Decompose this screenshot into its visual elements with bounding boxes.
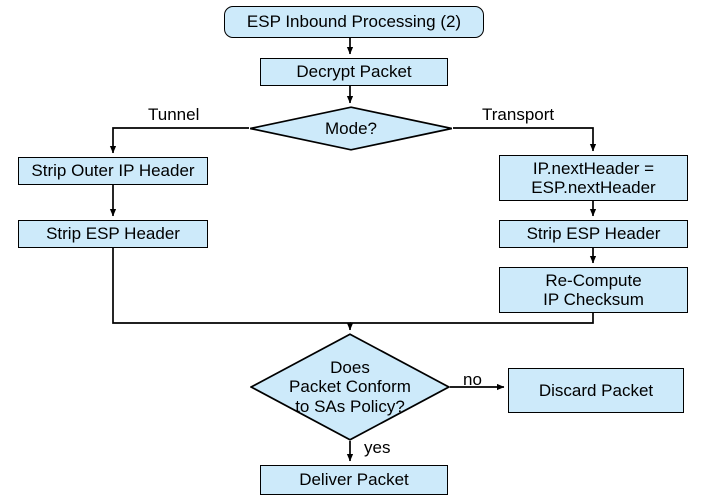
edge-label-yes: yes (364, 438, 391, 457)
edge-mode-to-next-header (453, 127, 597, 152)
node-ip-next-header[interactable]: IP.nextHeader = ESP.nextHeader (499, 155, 688, 201)
node-decrypt-packet[interactable]: Decrypt Packet (260, 58, 448, 86)
node-ip-next-header-label: IP.nextHeader = ESP.nextHeader (531, 158, 656, 197)
node-conform-decision[interactable]: Does Packet Conform to SAs Policy? (250, 333, 450, 441)
node-recompute-ip-checksum[interactable]: Re-Compute IP Checksum (499, 267, 688, 313)
edge-strip-esp-tunnel-to-conform (112, 248, 354, 331)
node-strip-esp-header-tunnel[interactable]: Strip ESP Header (18, 220, 208, 248)
node-recompute-ip-checksum-label: Re-Compute IP Checksum (543, 270, 644, 309)
conform-diamond-shape (250, 333, 450, 441)
node-strip-outer-ip-header-label: Strip Outer IP Header (31, 161, 195, 181)
edge-mode-to-strip-outer-ip (109, 127, 249, 154)
node-strip-outer-ip-header[interactable]: Strip Outer IP Header (18, 157, 208, 185)
node-strip-esp-header-transport[interactable]: Strip ESP Header (499, 220, 688, 248)
node-mode-decision[interactable]: Mode? (249, 106, 453, 151)
edge-label-transport: Transport (482, 105, 555, 124)
node-deliver-packet[interactable]: Deliver Packet (260, 465, 448, 495)
node-strip-esp-header-transport-label: Strip ESP Header (526, 224, 661, 244)
edge-recompute-to-conform (350, 313, 594, 324)
node-start-label: ESP Inbound Processing (2) (246, 12, 462, 32)
node-discard-packet[interactable]: Discard Packet (508, 368, 684, 413)
node-start[interactable]: ESP Inbound Processing (2) (224, 6, 484, 38)
node-decrypt-packet-label: Decrypt Packet (296, 62, 412, 82)
mode-diamond-shape (250, 106, 452, 151)
node-deliver-packet-label: Deliver Packet (299, 470, 409, 490)
edge-label-tunnel: Tunnel (148, 105, 200, 124)
node-strip-esp-header-tunnel-label: Strip ESP Header (46, 224, 180, 244)
edge-label-no: no (463, 370, 482, 389)
node-mode-decision-label: Mode? (325, 118, 377, 138)
node-conform-decision-label: Does Packet Conform to SAs Policy? (289, 358, 411, 416)
node-discard-packet-label: Discard Packet (538, 380, 654, 400)
